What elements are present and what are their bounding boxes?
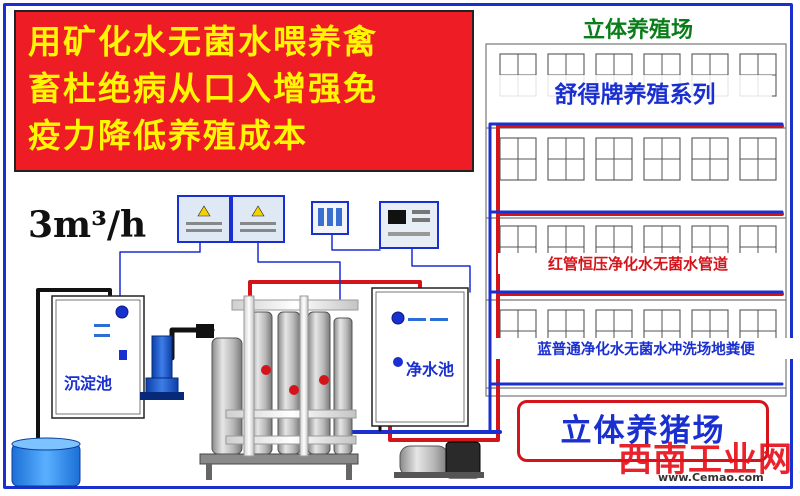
pig-farm-box: 立体养猪场 (517, 400, 769, 462)
raw-water-bucket (11, 437, 81, 487)
settling-tank-label: 沉淀池 (64, 374, 113, 393)
outer-frame (3, 3, 793, 489)
watermark-text: 西南工业网 (618, 440, 793, 480)
settling-tank (51, 295, 145, 419)
farm-title: 立体养殖场 (582, 18, 693, 43)
pig-farm-label: 立体养猪场 (560, 413, 726, 449)
black-pipe-inlet (36, 288, 112, 450)
clean-water-tank (371, 287, 469, 427)
headline-line-3: 疫力降低养殖成本 (28, 116, 308, 155)
headline-line-2: 畜杜绝病从口入增强免 (28, 69, 378, 108)
inlet-pump (140, 324, 214, 400)
blue-pipe-label: 蓝普通净化水无菌水冲洗场地粪便 (496, 338, 796, 359)
brand-series-label: 舒得牌养殖系列 (498, 75, 772, 109)
clean-tank-label: 净水池 (406, 360, 455, 379)
filtration-skid (199, 295, 359, 480)
booster-pump (394, 441, 484, 479)
headline-line-1: 用矿化水无菌水喂养禽 (28, 22, 378, 61)
watermark-url: www.Cemao.com (658, 471, 764, 484)
red-pipe-label: 红管恒压净化水无菌水管道 (498, 253, 778, 274)
headline-banner: 用矿化水无菌水喂养禽 畜杜绝病从口入增强免 疫力降低养殖成本 (14, 10, 474, 172)
capacity-label: 3m³/h (28, 204, 147, 246)
blue-pipe-main (488, 122, 784, 432)
control-boxes (177, 195, 439, 249)
